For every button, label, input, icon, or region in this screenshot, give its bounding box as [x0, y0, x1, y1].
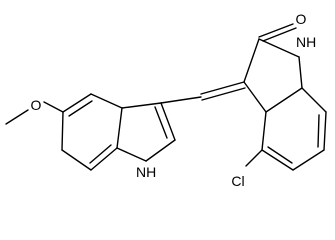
bond-o-ch3 [5, 109, 29, 125]
bond-c6-c7 [61, 149, 92, 171]
methoxy-oxygen-label: O [31, 97, 42, 113]
bond-n1-c7a [116, 147, 147, 162]
bond-n1-c7a [298, 56, 303, 89]
bond-c3a-c7a [265, 87, 303, 113]
bond-c7-c7a [90, 147, 118, 171]
bond-c4-c5 [62, 93, 92, 113]
bond-c3a-c4 [90, 93, 123, 109]
bond-c7-c7a-inner [89, 144, 112, 164]
carbonyl-oxygen-label: O [296, 11, 307, 27]
bond-c3-c3a [121, 102, 162, 109]
bond-c5-o [43, 101, 64, 113]
bond-c4-c5-inner [68, 100, 93, 117]
methylidene-bridge [160, 81, 246, 104]
bond-c3-ch-double-a [200, 81, 245, 95]
bond-c5-c4-inner [267, 146, 293, 164]
bond-c6-c5 [292, 149, 325, 171]
bond-c2-o-single [258, 23, 294, 38]
oxindole-ring [243, 23, 327, 171]
bond-c7-c6-inner [317, 114, 320, 148]
indole-ring [5, 93, 176, 171]
bond-c3a-c7a [116, 107, 123, 149]
indole-nh-label: NH [136, 164, 156, 180]
oxindole-nh-label: NH [296, 34, 316, 50]
bond-c2-n1 [258, 38, 300, 58]
chemical-structure: O NH Cl NH O [5, 11, 327, 189]
bond-ch-indole-c3 [160, 96, 202, 104]
bond-c4-cl [245, 149, 263, 167]
bond-c5-c4 [261, 149, 294, 171]
bond-c2-o-double [262, 27, 297, 42]
bond-c3-c3a [243, 81, 267, 113]
bond-c3-c2-inner [154, 106, 168, 139]
bond-c7-c6 [323, 111, 327, 151]
bond-c4-c3a [261, 111, 267, 151]
bond-c2-c3 [243, 38, 260, 83]
bond-c3-ch-double-b [201, 87, 246, 101]
bond-c7a-c7 [301, 87, 327, 113]
bond-c2-n1 [145, 139, 176, 162]
bond-c5-c6 [61, 111, 64, 151]
bond-c3-c2 [160, 102, 176, 141]
chlorine-label: Cl [231, 173, 244, 189]
